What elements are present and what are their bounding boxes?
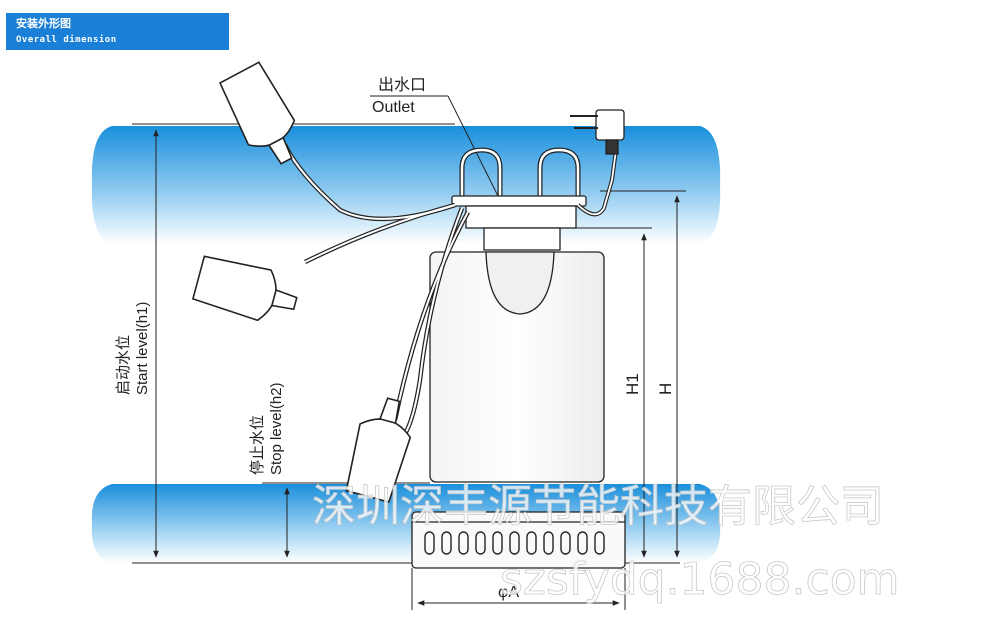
upper-water-band [91, 126, 721, 244]
header-banner [6, 13, 229, 50]
header-title-en: Overall dimension [16, 35, 117, 45]
outlet-label-en: Outlet [372, 99, 415, 116]
base-slots [424, 531, 605, 555]
start-level-label-cn: 启动水位 [115, 335, 132, 395]
float-switch-bottom [345, 397, 412, 504]
plug-icon [570, 109, 625, 155]
h-label: H [656, 383, 675, 395]
stop-level-label-cn: 停止水位 [249, 415, 266, 475]
start-level-label-en: Start level(h1) [134, 302, 151, 395]
float-switch-top [218, 61, 296, 165]
watermark-company: 深圳深丰源节能科技有限公司 [312, 481, 884, 532]
stop-level-label-en: Stop level(h2) [268, 382, 285, 475]
header-title-cn: 安装外形图 [16, 17, 71, 30]
float-switch-middle [191, 255, 298, 322]
outlet-label-cn: 出水口 [378, 76, 426, 94]
diameter-label: φA [498, 584, 519, 601]
watermark-url: szsfydq.1688.com [500, 554, 899, 605]
h1-label: H1 [623, 373, 642, 395]
